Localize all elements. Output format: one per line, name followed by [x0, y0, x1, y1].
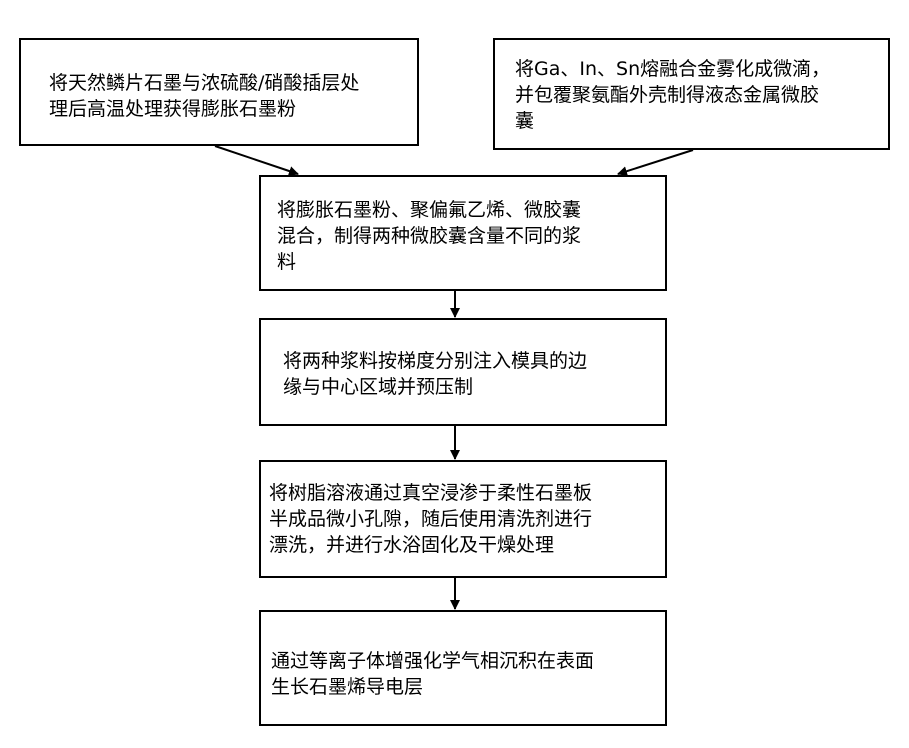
flow-step-5: 将树脂溶液通过真空浸渗于柔性石墨板 半成品微小孔隙，随后使用清洗剂进行 漂洗，并…	[259, 460, 667, 578]
arrow-step2-to-step3	[618, 150, 693, 174]
flow-step-4-text: 将两种浆料按梯度分别注入模具的边 缘与中心区域并预压制	[283, 348, 665, 400]
flow-step-2-text: 将Ga、In、Sn熔融合金雾化成微滴， 并包覆聚氨酯外壳制得液态金属微胶 囊	[515, 56, 888, 134]
flow-step-4: 将两种浆料按梯度分别注入模具的边 缘与中心区域并预压制	[259, 318, 667, 426]
flow-step-1-text: 将天然鳞片石墨与浓硫酸/硝酸插层处 理后高温处理获得膨胀石墨粉	[49, 70, 417, 122]
flow-step-3: 将膨胀石墨粉、聚偏氟乙烯、微胶囊 混合，制得两种微胶囊含量不同的浆 料	[259, 175, 667, 291]
flow-step-2: 将Ga、In、Sn熔融合金雾化成微滴， 并包覆聚氨酯外壳制得液态金属微胶 囊	[493, 38, 890, 150]
flow-step-1: 将天然鳞片石墨与浓硫酸/硝酸插层处 理后高温处理获得膨胀石墨粉	[19, 38, 419, 146]
flow-step-6-text: 通过等离子体增强化学气相沉积在表面 生长石墨烯导电层	[271, 648, 665, 700]
flow-step-6: 通过等离子体增强化学气相沉积在表面 生长石墨烯导电层	[259, 610, 667, 726]
flow-step-5-text: 将树脂溶液通过真空浸渗于柔性石墨板 半成品微小孔隙，随后使用清洗剂进行 漂洗，并…	[269, 480, 665, 558]
flow-step-3-text: 将膨胀石墨粉、聚偏氟乙烯、微胶囊 混合，制得两种微胶囊含量不同的浆 料	[277, 197, 665, 275]
arrow-step1-to-step3	[215, 146, 298, 174]
